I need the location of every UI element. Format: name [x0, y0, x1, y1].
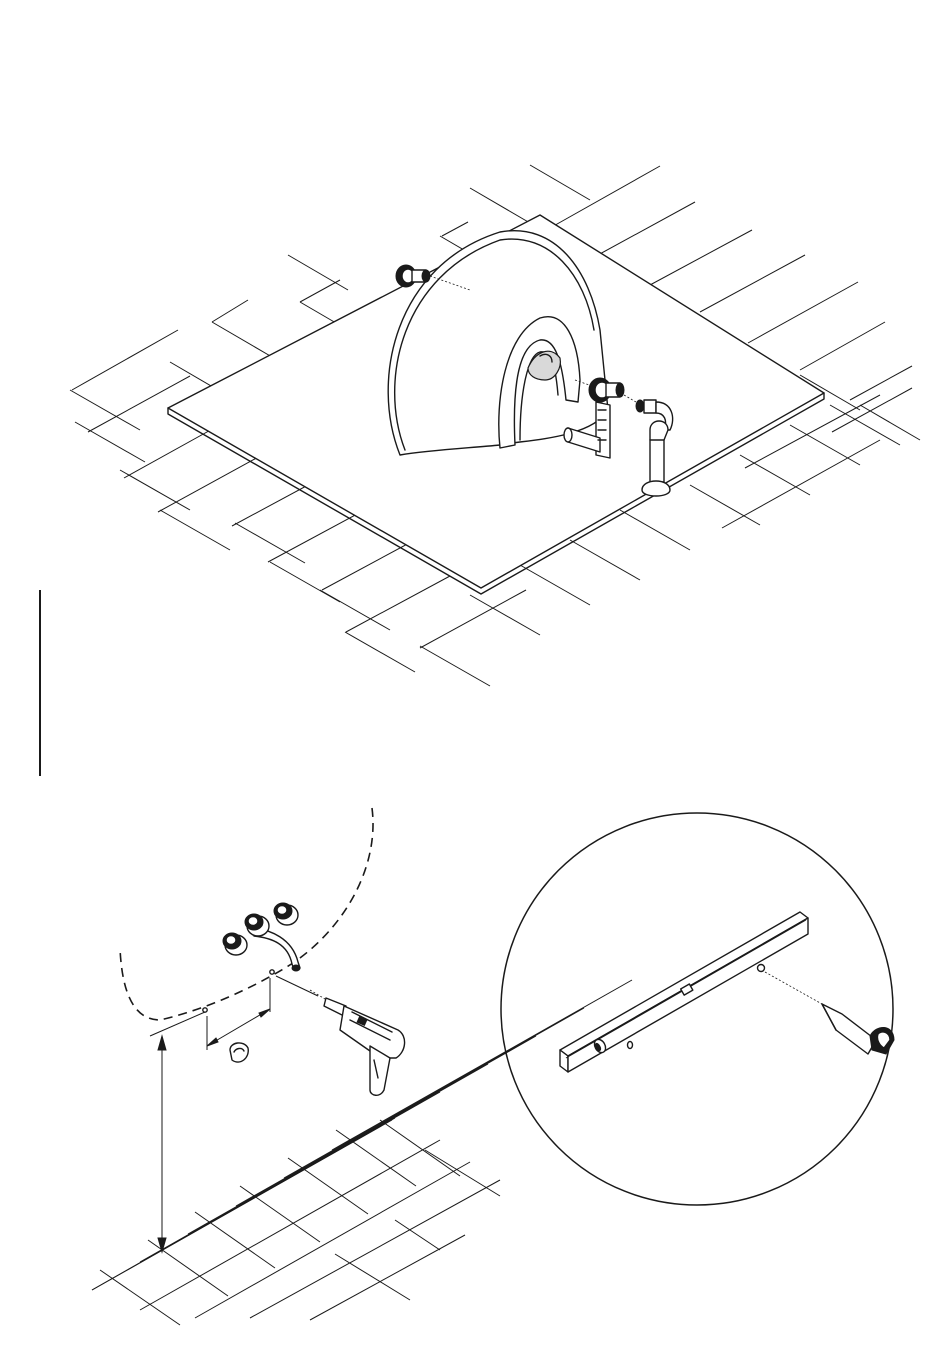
marker-pencil	[822, 1004, 894, 1054]
floor-grid-upper-line	[320, 590, 390, 630]
spirit-level-detail	[501, 813, 894, 1205]
floor-grid-upper-line	[790, 425, 860, 465]
electric-drill	[276, 976, 405, 1095]
floor-grid-lower-line	[250, 1180, 500, 1318]
mixer-handle-right	[274, 903, 298, 925]
floor-grid-lower-line	[92, 1118, 395, 1290]
floor-grid-upper-line	[235, 523, 305, 563]
floor-grid-upper-line	[722, 440, 880, 528]
floor-grid-upper-line	[530, 165, 590, 200]
floor-grid-upper-line	[620, 510, 690, 550]
floor-grid-upper-line	[850, 366, 912, 400]
marked-hole	[758, 965, 765, 972]
floor-grid-upper-line	[75, 422, 145, 462]
floor-grid-upper-line	[288, 255, 348, 290]
floor-grid-lower-line	[425, 1150, 500, 1196]
floor-grid-lower-line	[310, 1235, 465, 1320]
floor-grid-lower-line	[195, 1162, 470, 1318]
floor-grid-upper-line	[470, 188, 530, 223]
floor-grid-upper-line	[860, 405, 920, 440]
floor-grid-upper-line	[830, 405, 900, 445]
floor-grid-upper-line	[212, 322, 272, 357]
floor-grid-upper-line	[345, 632, 415, 672]
mounting-dimensions	[150, 970, 274, 1252]
bath-install-figure	[70, 165, 920, 686]
floor-grid-upper-line	[520, 565, 590, 605]
floor-grid-lower-line	[336, 1130, 416, 1186]
floor-grid-upper-line	[800, 322, 885, 370]
wall-drilling-figure	[92, 808, 632, 1325]
floor-grid-upper-line	[740, 455, 810, 495]
floor-grid-upper-line	[570, 540, 640, 580]
bath-outline-dashed	[120, 808, 373, 1020]
floor-grid-upper-line	[442, 222, 468, 236]
bath-shell	[388, 231, 608, 455]
floor-grid-upper-line	[550, 166, 660, 228]
floor-grid-upper-line	[300, 280, 340, 302]
floor-grid-lower-line	[284, 1008, 584, 1178]
floor-grid-lower-line	[288, 1158, 368, 1214]
floor-grid-lower-line	[140, 1140, 440, 1310]
floor-grid-lower-line	[395, 1220, 440, 1250]
floor-grid-lower-line	[188, 1064, 488, 1234]
floor-grid-lower-line	[148, 1240, 228, 1296]
mixer-handle-left	[223, 933, 247, 955]
floor-grid-upper-line	[212, 300, 248, 322]
floor-grid-upper-line	[120, 470, 190, 510]
floor-grid-upper-line	[420, 646, 490, 686]
floor-grid-upper-line	[650, 230, 752, 285]
floor-grid-upper-line	[420, 590, 526, 648]
floor-grid-upper-line	[700, 255, 805, 312]
floor-grid-upper-line	[346, 576, 450, 632]
detail-magnifier-circle	[501, 813, 893, 1205]
floor-grid-upper-line	[70, 390, 140, 430]
floor-grid-upper-line	[598, 202, 695, 255]
floor-grid-upper-line	[690, 485, 760, 525]
floor-grid-lower-line	[335, 1254, 410, 1300]
floor-grid-upper-line	[158, 455, 262, 512]
floor-grid-upper-line	[160, 510, 230, 550]
floor-grid-lower-line	[240, 1186, 320, 1242]
mixer-handle-center	[245, 914, 269, 936]
floor-grid-lower-line	[100, 1270, 180, 1325]
floor-grid-lower-line	[140, 1092, 440, 1262]
floor-grid-upper-line	[748, 282, 858, 343]
wall-mixer	[223, 903, 300, 971]
spirit-level	[560, 912, 808, 1072]
floor-grid-upper-line	[72, 330, 178, 390]
floor-grid-upper-line	[832, 388, 912, 432]
